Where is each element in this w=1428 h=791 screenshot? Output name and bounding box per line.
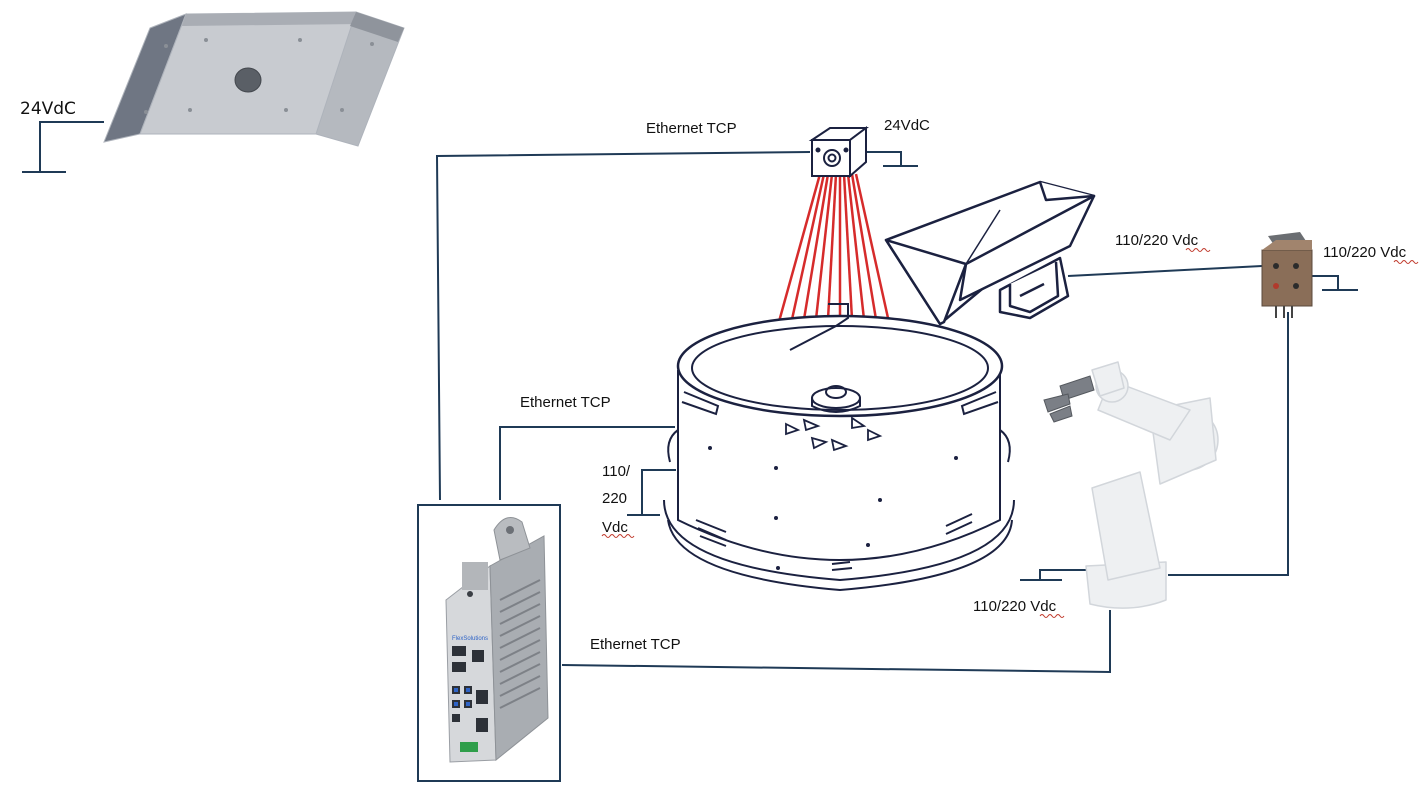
spellcheck-squiggle [601,534,635,538]
spellcheck-squiggle [1185,248,1211,252]
camera-icon [808,126,869,179]
wire-camera-pc [435,151,811,501]
hopper-icon [884,180,1096,326]
robot-arm-icon [1085,361,1219,609]
wire-relay-robot [1168,312,1289,576]
wire-relay-power [1312,275,1339,290]
light-plate-icon [103,11,405,147]
label-robot-ethernet: Ethernet TCP [590,636,681,653]
wire-camera-power [866,151,902,166]
label-feeder-ethernet: Ethernet TCP [520,394,611,411]
label-camera-power: 24VdC [884,117,930,134]
wire-feeder-pc [499,426,675,500]
label-feeder-power-1: 110/ [602,463,631,480]
vibratory-feeder-icon [663,303,1015,592]
spellcheck-squiggle [1393,260,1419,264]
pc-brand-label: FlexSolutions [452,636,488,642]
label-plate-power: 24VdC [20,99,76,119]
wire-feeder-power [641,469,676,515]
label-relay-power: 110/220 Vdc [1323,244,1407,261]
wire-plate-power [39,121,104,172]
relay-box-icon [1261,232,1313,318]
label-camera-ethernet: Ethernet TCP [646,120,737,137]
wire-robot-power [1039,569,1088,580]
label-feeder-power-3: Vdc [602,519,628,536]
wires [22,121,1358,674]
wire-hopper-relay [1067,265,1263,277]
spellcheck-squiggle [1039,614,1065,618]
wire-robot-pc [561,610,1111,674]
robot-gripper-icon [1043,375,1095,423]
label-feeder-power-2: 220 [602,490,627,507]
industrial-pc-icon: FlexSolutions [417,504,561,782]
feeder-dots [708,446,958,570]
label-hopper-power: 110/220 Vdc [1115,232,1199,249]
label-robot-power: 110/220 Vdc [973,598,1057,615]
feeder-parts [785,416,883,452]
